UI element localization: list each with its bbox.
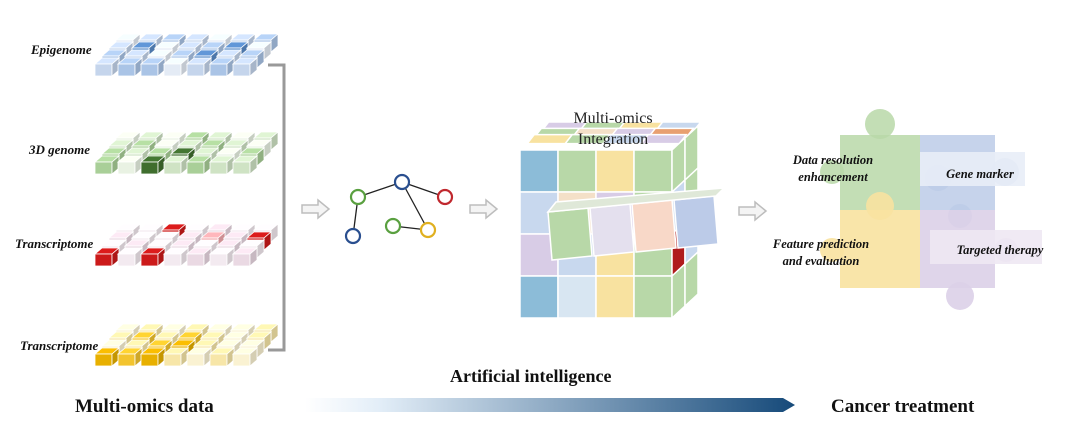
- node-blue-top: [393, 173, 411, 191]
- puzzle-graphic: [820, 109, 1042, 310]
- omics-cube: [185, 347, 213, 367]
- node-yellow: [419, 221, 437, 239]
- cube-front-facelet: [519, 275, 559, 319]
- omics-layers-grid: [93, 33, 280, 367]
- cube-front-facelet: [557, 149, 597, 193]
- cancer-treatment-caption: Cancer treatment: [831, 396, 975, 417]
- label-feature-prediction: Feature prediction and evaluation: [762, 236, 880, 270]
- omics-cube: [93, 247, 121, 267]
- arrow-icon-2: [469, 198, 499, 220]
- integration-cube: [519, 121, 726, 320]
- omics-cube: [139, 57, 167, 77]
- omics-cube: [116, 155, 144, 175]
- node-blue-bottom: [344, 227, 362, 245]
- omics-cube: [139, 155, 167, 175]
- omics-cube: [116, 247, 144, 267]
- omics-cube: [231, 57, 259, 77]
- omics-cube: [93, 347, 121, 367]
- label-targeted-therapy: Targeted therapy: [956, 243, 1044, 257]
- arrow-icon-3: [738, 200, 768, 222]
- label-gene-marker: Gene marker: [946, 167, 1014, 181]
- epigenome-label: Epigenome: [31, 42, 92, 57]
- cube-top-facelet: [639, 133, 688, 145]
- omics-cube: [162, 247, 190, 267]
- omics-cube: [185, 57, 213, 77]
- cube-title-line-2: Integration: [577, 131, 649, 148]
- omics-cube: [231, 347, 259, 367]
- arrow-icon-1: [301, 198, 331, 220]
- omics-cube: [162, 57, 190, 77]
- cube-front-facelet: [595, 275, 635, 319]
- label-feature-prediction-line-2: and evaluation: [782, 254, 860, 268]
- omics-cube: [93, 57, 121, 77]
- label-data-resolution-line-2: enhancement: [798, 170, 868, 184]
- omics-cube: [208, 155, 236, 175]
- network-graph-icon: [344, 173, 454, 245]
- omics-cube: [139, 247, 167, 267]
- cube-front-facelet: [595, 149, 635, 193]
- omics-cube: [231, 155, 259, 175]
- node-red-right: [436, 188, 454, 206]
- omics-cube: [208, 57, 236, 77]
- omics-cube: [185, 155, 213, 175]
- 3d-genome-label: 3D genome: [29, 142, 91, 157]
- transcriptome-label-2: Transcriptome: [20, 338, 99, 353]
- cube-twist-top: [546, 187, 726, 213]
- omics-cube: [162, 155, 190, 175]
- cube-side-facelet: [684, 250, 699, 308]
- cube-front-facelet: [557, 275, 597, 319]
- omics-cube: [93, 155, 121, 175]
- cube-twist-facelet: [673, 195, 719, 249]
- omics-cube: [185, 247, 213, 267]
- multi-omics-data-caption: Multi-omics data: [75, 396, 214, 417]
- omics-bracket: [268, 63, 286, 352]
- cube-twist-facelet: [631, 199, 677, 253]
- cube-title: Multi-omics Integration: [550, 108, 676, 150]
- omics-cube: [116, 57, 144, 77]
- puzzle-piece-yellow: [840, 210, 920, 288]
- transcriptome-label-1: Transcriptome: [15, 236, 94, 251]
- cube-front-facelet: [633, 275, 673, 319]
- omics-cube: [208, 247, 236, 267]
- label-data-resolution-line-1: Data resolution: [792, 153, 874, 167]
- omics-cube: [231, 247, 259, 267]
- cube-twist-facelet: [589, 203, 635, 257]
- ai-label: Artificial intelligence: [450, 366, 612, 386]
- node-green-mid: [384, 217, 402, 235]
- label-data-resolution: Data resolution enhancement: [783, 152, 883, 186]
- cube-front-facelet: [633, 149, 673, 193]
- ai-gradient-arrow: [305, 398, 795, 412]
- omics-cube: [208, 347, 236, 367]
- omics-cube: [116, 347, 144, 367]
- omics-cube: [139, 347, 167, 367]
- label-feature-prediction-line-1: Feature prediction: [772, 237, 870, 251]
- node-green-left: [349, 188, 367, 206]
- cube-title-line-1: Multi-omics: [573, 110, 653, 127]
- cube-twist-facelet: [547, 207, 593, 261]
- omics-cube: [162, 347, 190, 367]
- cube-front-facelet: [519, 149, 559, 193]
